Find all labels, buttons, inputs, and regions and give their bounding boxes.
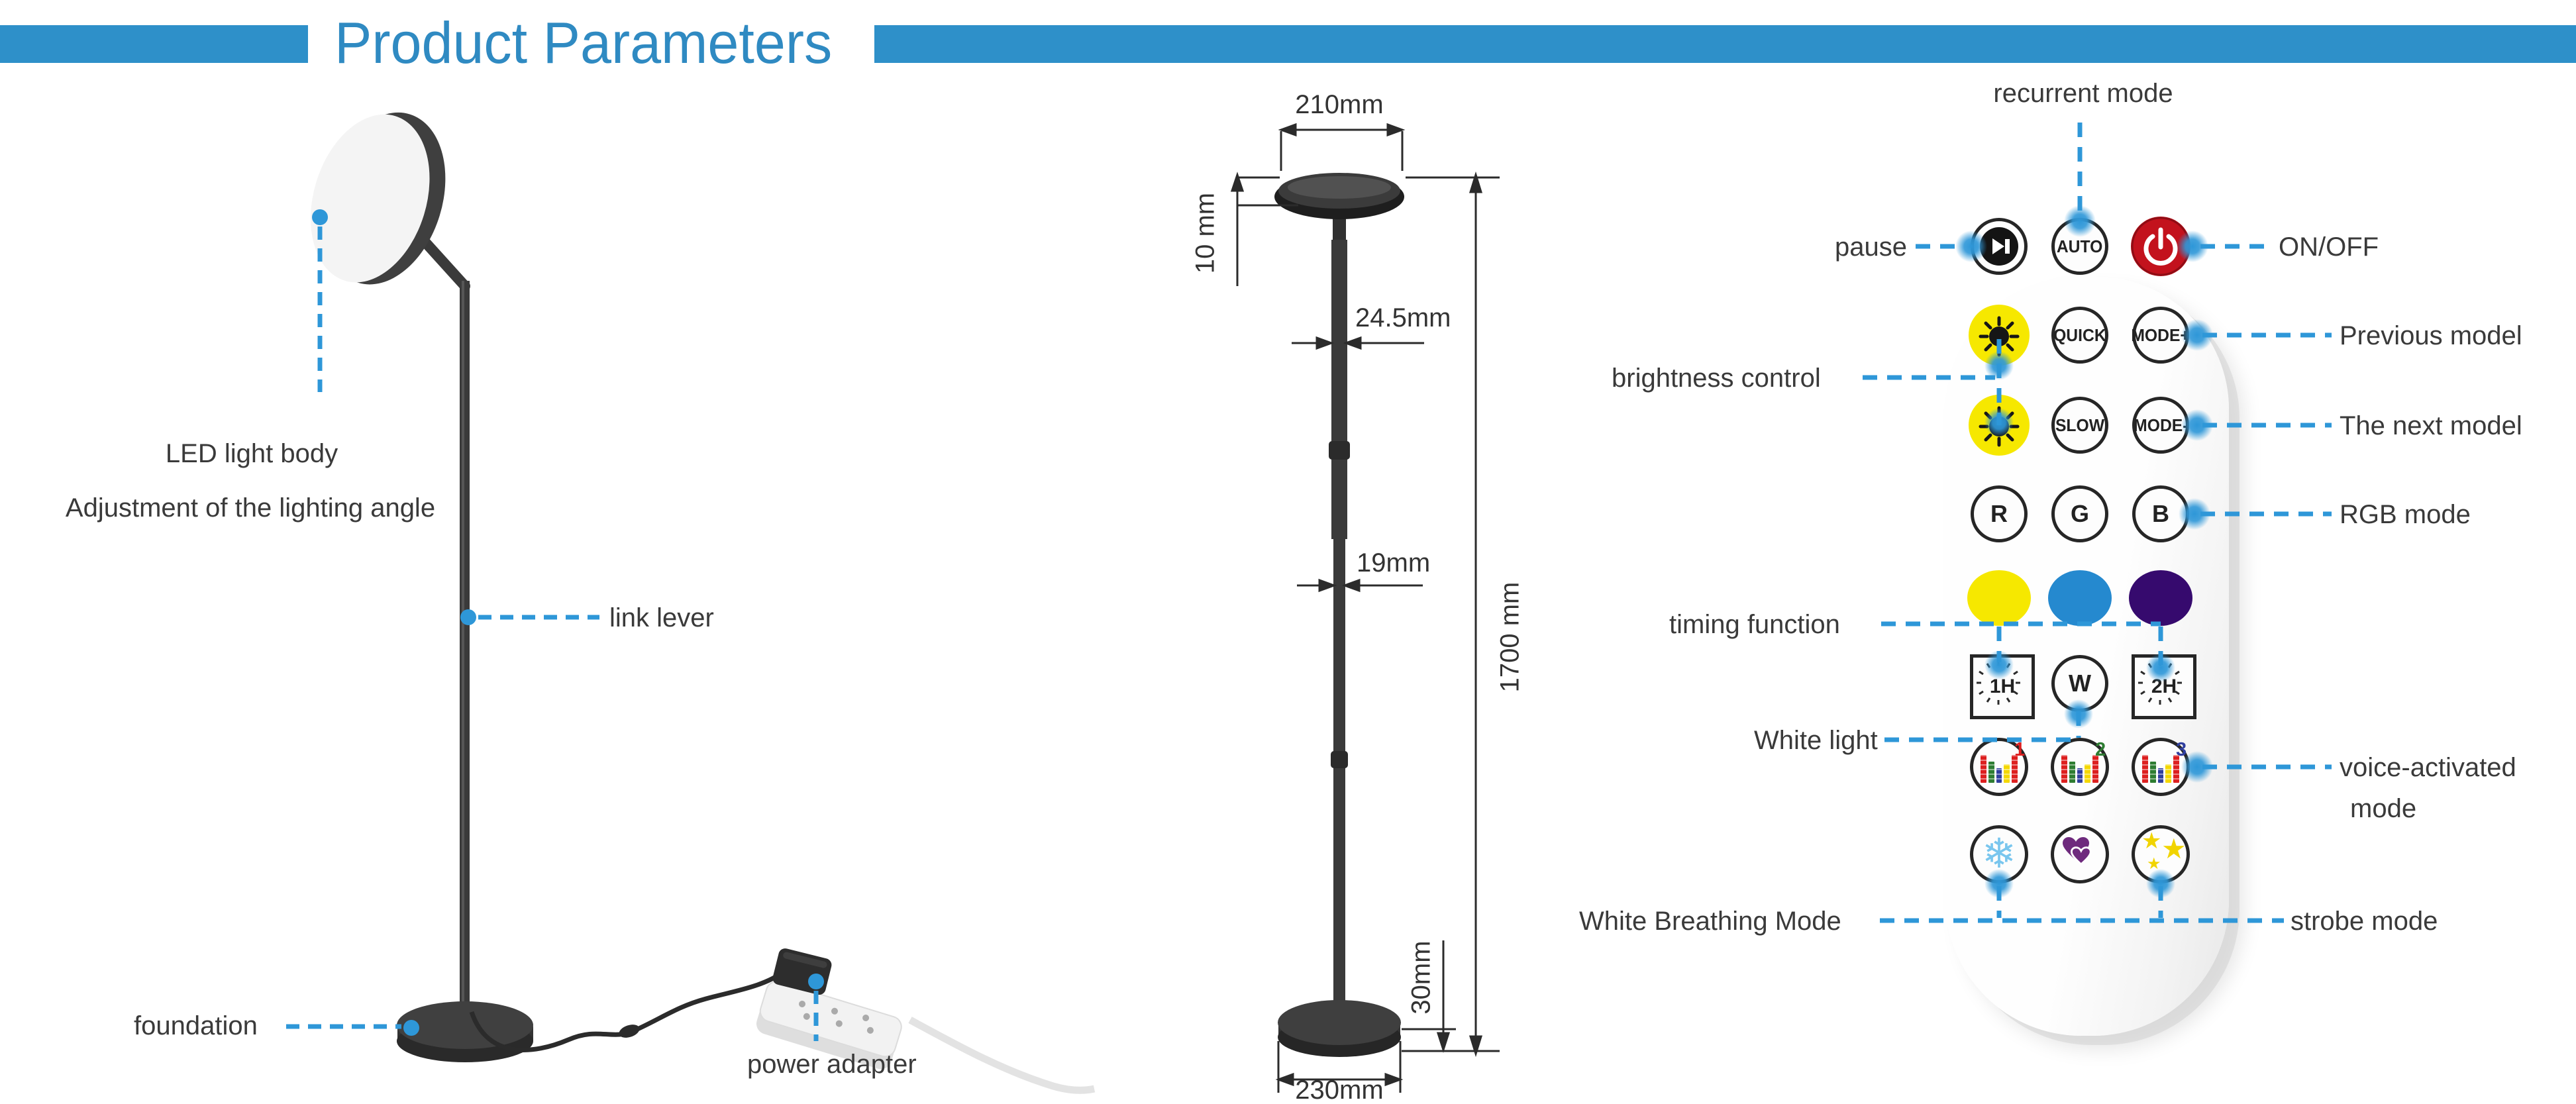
white-breathing-button: ❄ — [1970, 825, 2028, 883]
link-lever-label: link lever — [609, 603, 714, 632]
equalizer-icon: 1 — [1981, 739, 2025, 783]
voice-activated-label-line2: mode — [2350, 794, 2417, 823]
stars-icon: ★ ★ ★ — [2141, 828, 2187, 873]
voice-activated-label-line1: voice-activated — [2340, 753, 2516, 782]
power-button — [2130, 215, 2192, 277]
lamp-pole-highlight — [462, 281, 464, 1036]
recurrent-mode-label: recurrent mode — [1993, 79, 2173, 108]
dim-base-diameter: 230mm — [1295, 1076, 1384, 1104]
dim-base-thickness: 30mm — [1406, 940, 1436, 1015]
white-button-label: W — [2069, 670, 2091, 697]
dim-head-thickness: 10 mm — [1190, 192, 1220, 274]
quick-button-label: QUICK — [2053, 325, 2106, 345]
timer-2h-button: 2H — [2132, 654, 2196, 719]
red-button-label: R — [1990, 500, 2008, 527]
equalizer-icon: 2 — [2061, 739, 2106, 783]
music-mode-1-button: 1 — [1970, 738, 2028, 796]
red-button: R — [1971, 485, 2028, 542]
auto-button-label: AUTO — [2057, 236, 2103, 256]
hearts-icon — [2063, 837, 2092, 866]
heart-mode-button — [2051, 825, 2109, 883]
green-button-label: G — [2070, 500, 2089, 527]
slow-button: SLOW — [2051, 397, 2108, 454]
dimension-lamp-illustration — [1274, 173, 1404, 1057]
cable-connector — [619, 1025, 640, 1038]
pause-label: pause — [1835, 232, 1907, 262]
power-strip — [756, 980, 902, 1070]
power-adapter-label: power adapter — [747, 1050, 917, 1079]
header-bar-left — [0, 25, 308, 63]
purple-color-button — [2129, 570, 2192, 626]
dim-lower-pole: 19mm — [1357, 548, 1431, 577]
music-mode-2-button: 2 — [2051, 738, 2109, 796]
strobe-mode-label: strobe mode — [2291, 907, 2438, 936]
power-icon — [2131, 217, 2190, 276]
strip-cord — [908, 1017, 1096, 1094]
mode-plus-label: MODE+ — [2131, 325, 2190, 345]
blue-color-button — [2048, 570, 2112, 626]
green-button: G — [2051, 485, 2108, 542]
play-pause-icon — [1980, 227, 2018, 266]
lamp-base-top — [397, 1001, 533, 1049]
remote-callout-dots — [1955, 205, 2213, 898]
quick-button: QUICK — [2051, 307, 2108, 364]
previous-model-label: Previous model — [2340, 321, 2522, 350]
timer-1h-label: 1H — [1989, 676, 2016, 697]
snowflake-icon: ❄ — [1982, 831, 2016, 877]
dim-total-height: 1700 mm — [1495, 581, 1525, 693]
dim-upper-pole: 24.5mm — [1355, 303, 1451, 332]
mode-minus-label: MODE- — [2133, 415, 2189, 435]
next-model-label: The next model — [2340, 411, 2522, 440]
mode-minus-button: MODE- — [2132, 397, 2189, 454]
lamp-head — [311, 112, 446, 285]
remote-callout-lines — [1863, 123, 2332, 923]
slow-button-label: SLOW — [2055, 415, 2105, 435]
dimension-lines — [1230, 123, 1500, 1093]
lamp-callout-lines — [286, 226, 819, 1041]
white-light-label: White light — [1754, 726, 1878, 755]
yellow-color-button — [1967, 570, 2031, 626]
mode-plus-button: MODE+ — [2131, 307, 2190, 364]
white-breathing-label: White Breathing Mode — [1579, 907, 1841, 936]
on-off-label: ON/OFF — [2279, 232, 2379, 262]
rgb-mode-label: RGB mode — [2340, 500, 2471, 529]
brightness-control-label: brightness control — [1612, 364, 1821, 393]
timing-function-label: timing function — [1669, 610, 1840, 639]
led-label-line1: LED light body — [165, 439, 338, 468]
header-bar-right — [874, 25, 2576, 63]
blue-button-label: B — [2152, 500, 2169, 527]
foundation-label: foundation — [134, 1011, 258, 1040]
dim-head-diameter: 210mm — [1295, 90, 1384, 119]
page-title: Product Parameters — [335, 10, 833, 75]
lamp-callout-dots — [312, 209, 824, 1036]
led-label-line2: Adjustment of the lighting angle — [65, 493, 436, 523]
